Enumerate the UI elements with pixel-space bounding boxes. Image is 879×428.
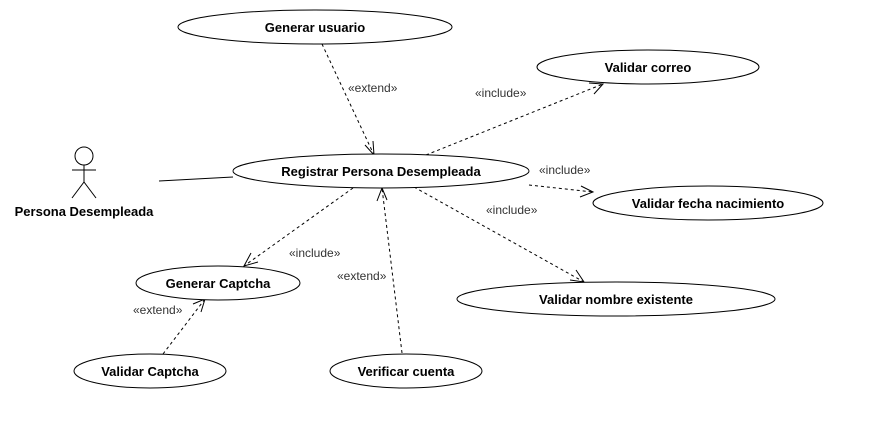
stereotype-label: «extend» [337, 269, 387, 283]
use-case-generar-captcha[interactable]: Generar Captcha [135, 265, 301, 301]
stereotype-label: «include» [486, 203, 538, 217]
use-case-ellipse [329, 353, 483, 389]
arrowhead [579, 185, 595, 198]
use-case-validar-captcha[interactable]: Validar Captcha [73, 353, 227, 389]
stereotype-label: «include» [539, 163, 591, 177]
stereotype-label: «extend» [133, 303, 183, 317]
relationship-validar-captcha-extend: «extend» [133, 298, 206, 355]
arrowhead [242, 252, 259, 267]
use-case-label: Verificar cuenta [358, 364, 456, 379]
use-case-label: Registrar Persona Desempleada [281, 164, 481, 179]
use-case-ellipse [135, 265, 301, 301]
relationship-generar-usuario-extend: «extend» [321, 43, 398, 157]
actor-persona-desempleada[interactable]: Persona Desempleada [15, 146, 155, 219]
relationship-generar-captcha-include: «include» [242, 187, 354, 267]
dashed-line [528, 184, 594, 193]
use-case-ellipse [177, 9, 453, 45]
dashed-line [243, 187, 354, 267]
association-line [158, 176, 234, 182]
actor-name: Persona Desempleada [15, 204, 155, 219]
use-case-ellipse [456, 281, 776, 317]
use-case-ellipse [592, 185, 824, 221]
use-case-verificar-cuenta[interactable]: Verificar cuenta [329, 353, 483, 389]
use-case-ellipse [232, 153, 530, 189]
stereotype-label: «include» [289, 246, 341, 260]
use-case-label: Validar Captcha [101, 364, 199, 379]
arrowhead [569, 269, 586, 283]
use-case-label: Validar fecha nacimiento [632, 196, 785, 211]
arrowhead [588, 82, 605, 95]
relationship-validar-correo-include: «include» [425, 82, 605, 156]
dashed-line [321, 43, 375, 156]
dashed-line [413, 186, 585, 283]
relationship-validar-nombre-include: «include» [413, 186, 586, 283]
use-case-registrar-persona-desempleada[interactable]: Registrar Persona Desempleada [232, 153, 530, 189]
stereotype-label: «extend» [348, 81, 398, 95]
arrowhead [364, 140, 375, 157]
use-case-validar-fecha-nacimiento[interactable]: Validar fecha nacimiento [592, 185, 824, 221]
use-case-validar-nombre-existente[interactable]: Validar nombre existente [456, 281, 776, 317]
use-case-label: Validar correo [605, 60, 692, 75]
actor-right-leg [83, 181, 97, 199]
actor-left-leg [71, 181, 85, 199]
use-case-label: Validar nombre existente [539, 292, 693, 307]
use-case-validar-correo[interactable]: Validar correo [536, 49, 760, 85]
use-case-ellipse [73, 353, 227, 389]
actor-head [74, 146, 94, 166]
dashed-line [381, 187, 403, 354]
stereotype-label: «include» [475, 86, 527, 100]
relationship-verificar-cuenta-extend: «extend» [337, 186, 403, 354]
use-case-label: Generar Captcha [166, 276, 272, 291]
use-case-ellipse [536, 49, 760, 85]
relationship-validar-fecha-include: «include» [528, 163, 595, 198]
dashed-line [425, 83, 604, 156]
use-case-generar-usuario[interactable]: Generar usuario [177, 9, 453, 45]
use-case-label: Generar usuario [265, 20, 365, 35]
